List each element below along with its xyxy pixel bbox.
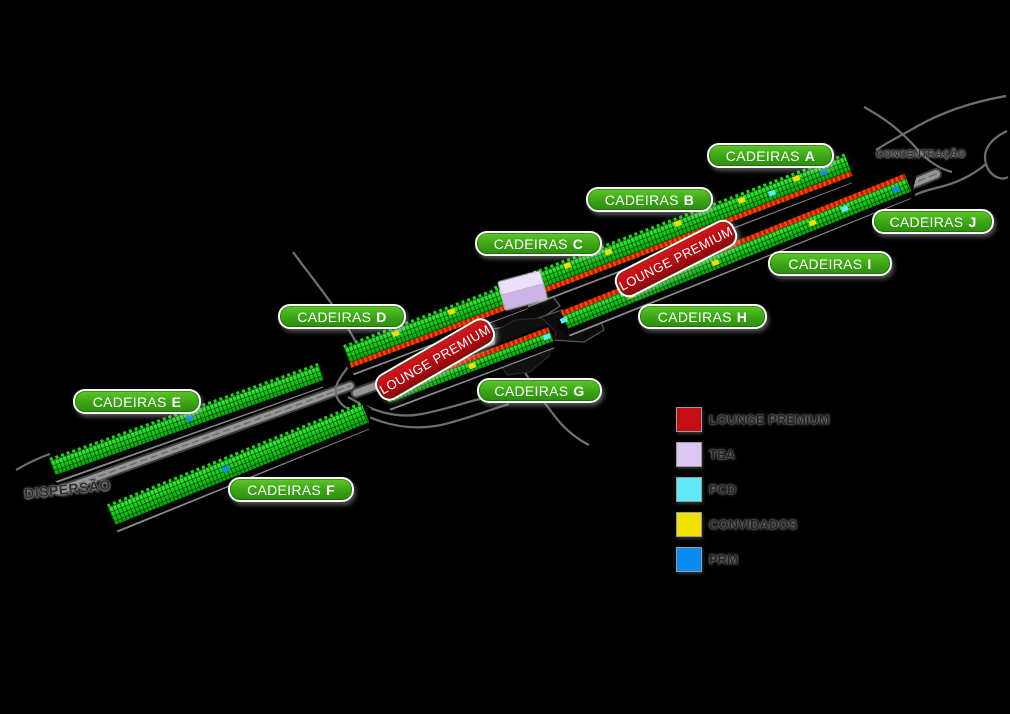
- section-prefix: CADEIRAS: [788, 255, 863, 272]
- section-letter: J: [968, 213, 977, 230]
- legend-item-lounge-premium: LOUNGE PREMIUM: [676, 407, 830, 432]
- zone-concentracao: CONCENTRAÇÃO: [876, 149, 966, 160]
- section-letter: G: [573, 382, 585, 399]
- section-letter: H: [736, 308, 748, 325]
- legend-swatch-lounge-premium: [676, 407, 702, 432]
- section-prefix: CADEIRAS: [889, 213, 964, 230]
- legend-label: TEA: [709, 447, 735, 462]
- section-prefix: CADEIRAS: [494, 382, 569, 399]
- section-letter: E: [171, 393, 182, 410]
- legend-item-tea: TEA: [676, 442, 830, 467]
- legend-swatch-convidados: [676, 512, 702, 537]
- section-prefix: CADEIRAS: [297, 308, 372, 325]
- legend-item-convidados: CONVIDADOS: [676, 512, 830, 537]
- legend-label: CONVIDADOS: [709, 517, 798, 532]
- section-prefix: CADEIRAS: [725, 147, 800, 164]
- legend-item-pcd: PCD: [676, 477, 830, 502]
- section-prefix: CADEIRAS: [493, 235, 568, 252]
- section-letter: C: [572, 235, 584, 252]
- legend: LOUNGE PREMIUM TEA PCD CONVIDADOS PRM: [676, 407, 830, 583]
- legend-label: LOUNGE PREMIUM: [709, 412, 830, 427]
- legend-swatch-pcd: [676, 477, 702, 502]
- legend-item-prm: PRM: [676, 547, 830, 572]
- section-letter: F: [326, 481, 335, 498]
- legend-swatch-tea: [676, 442, 702, 467]
- section-letter: B: [683, 191, 695, 208]
- section-letter: D: [376, 308, 387, 325]
- legend-label: PCD: [709, 482, 737, 497]
- section-prefix: CADEIRAS: [247, 481, 322, 498]
- section-prefix: CADEIRAS: [92, 393, 167, 410]
- section-prefix: CADEIRAS: [657, 308, 732, 325]
- legend-swatch-prm: [676, 547, 702, 572]
- section-letter: A: [804, 147, 816, 164]
- section-letter: I: [867, 255, 872, 272]
- legend-label: PRM: [709, 552, 738, 567]
- section-prefix: CADEIRAS: [604, 191, 679, 208]
